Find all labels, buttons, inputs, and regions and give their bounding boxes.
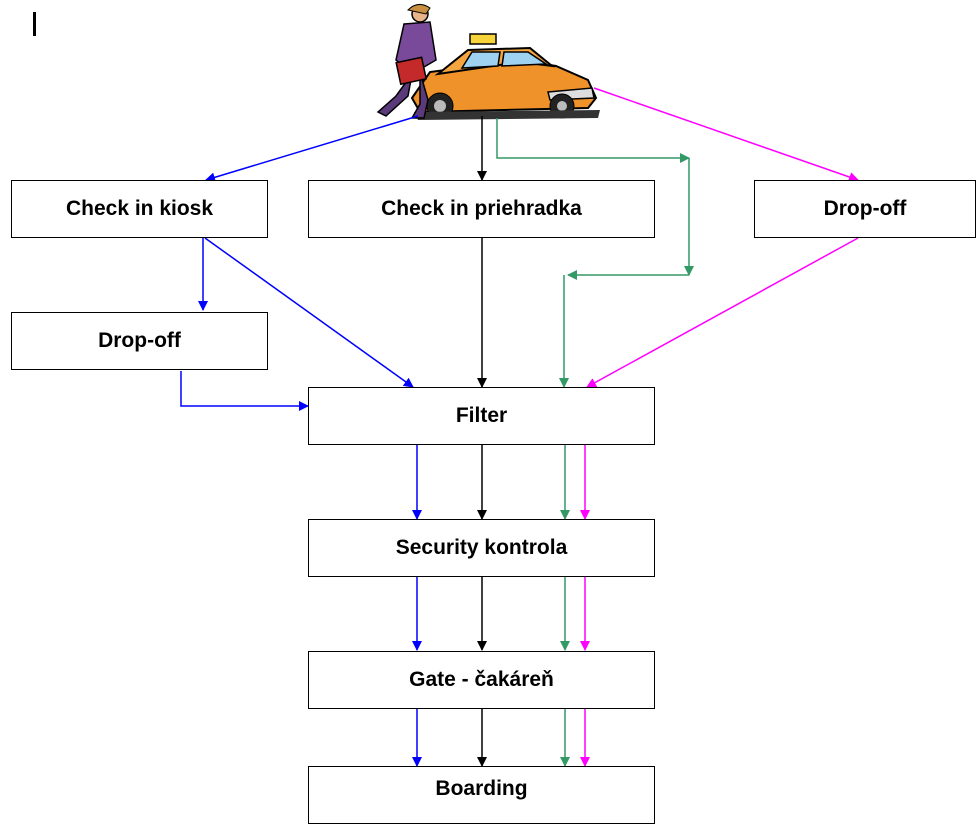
passenger-icon <box>376 4 437 119</box>
text-cursor-mark <box>33 12 36 36</box>
node-gate: Gate - čakáreň <box>308 651 655 709</box>
arrow-green-taxi-right <box>496 118 690 163</box>
arrow-taxi-to-dropoff-right <box>593 87 859 182</box>
arrow-kiosk-to-filter <box>204 237 414 388</box>
node-filter: Filter <box>308 387 655 445</box>
arrow-dropoff-to-filter <box>180 371 309 411</box>
arrow-taxi-to-kiosk <box>205 115 419 183</box>
node-drop-off-right: Drop-off <box>754 180 976 238</box>
arrow-dropoff-right-to-filter <box>586 237 859 388</box>
node-check-in-kiosk: Check in kiosk <box>11 180 268 238</box>
node-check-in-counter: Check in priehradka <box>308 180 655 238</box>
node-security: Security kontrola <box>308 519 655 577</box>
node-boarding: Boarding <box>308 766 655 824</box>
node-drop-off-left: Drop-off <box>11 312 268 370</box>
taxi-icon <box>410 33 600 120</box>
